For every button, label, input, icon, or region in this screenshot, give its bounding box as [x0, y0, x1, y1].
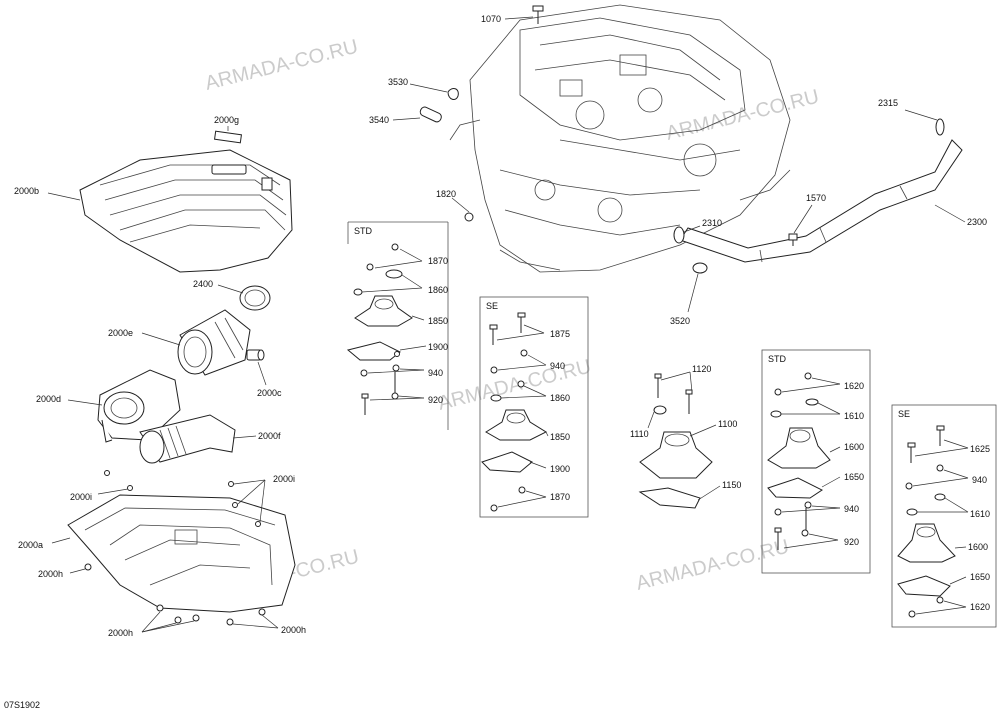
label-se2-1625: 1625: [970, 444, 990, 454]
clip-3530: [447, 88, 459, 100]
label-std1-920: 920: [428, 395, 443, 405]
duct-2000d: [97, 369, 181, 443]
bolt-1570: [788, 233, 798, 246]
label-3540: 3540: [369, 115, 389, 125]
label-2000a: 2000a: [18, 540, 43, 550]
emblem-2000g: [214, 130, 242, 144]
label-2000e: 2000e: [108, 328, 133, 338]
watermark-4: ARMADA-CO.RU: [436, 356, 593, 415]
coupler-2000e: [177, 309, 251, 376]
label-1070: 1070: [481, 14, 501, 24]
nut-1820: [464, 212, 474, 222]
fitting-2000c: [246, 349, 265, 361]
label-std2-1600: 1600: [844, 442, 864, 452]
se-mount-group-mid: SE: [479, 296, 589, 518]
clamp-3520: [692, 262, 708, 274]
label-std1-1860: 1860: [428, 285, 448, 295]
label-se1-1900: 1900: [550, 464, 570, 474]
watermark-5: ARMADA-CO.RU: [634, 536, 791, 595]
label-se1-1870: 1870: [550, 492, 570, 502]
std-right-title: STD: [768, 354, 787, 364]
label-2000i-top: 2000i: [273, 474, 295, 484]
gasket-3540: [419, 106, 442, 123]
label-se1-1875: 1875: [550, 329, 570, 339]
label-2000f: 2000f: [258, 431, 281, 441]
se-mount-group-right: SE: [891, 404, 997, 628]
std-mount-group-right: STD: [761, 349, 871, 574]
label-m-1100: 1100: [718, 419, 737, 429]
label-3530: 3530: [388, 77, 408, 87]
label-std2-1620: 1620: [844, 381, 864, 391]
std-mount-group-left: STD: [346, 221, 449, 430]
label-std2-940: 940: [844, 504, 859, 514]
label-se1-1850: 1850: [550, 432, 570, 442]
label-2000h-2: 2000h: [108, 628, 133, 638]
clamp-2315: [935, 118, 945, 136]
label-se2-1650: 1650: [970, 572, 990, 582]
label-se1-1860: 1860: [550, 393, 570, 403]
label-se2-1600: 1600: [968, 542, 988, 552]
label-2000h-1: 2000h: [38, 569, 63, 579]
label-se2-1620: 1620: [970, 602, 990, 612]
plugs-2000h: [84, 563, 266, 626]
label-2310: 2310: [702, 218, 722, 228]
label-m-1150: 1150: [722, 480, 741, 490]
label-2000h-3: 2000h: [281, 625, 306, 635]
label-2300: 2300: [967, 217, 987, 227]
oil-pan-2000a: [67, 494, 296, 613]
clamp-2310: [673, 226, 685, 244]
label-m-1120: 1120: [692, 364, 711, 374]
label-2000d: 2000d: [36, 394, 61, 404]
watermark-1: ARMADA-CO.RU: [203, 36, 360, 95]
label-se2-1610: 1610: [970, 509, 990, 519]
label-1570: 1570: [806, 193, 826, 203]
intake-cover-2000b: [79, 149, 293, 273]
label-2000c: 2000c: [257, 388, 282, 398]
label-se1-940: 940: [550, 361, 565, 371]
clamp-2400: [239, 285, 271, 311]
label-3520: 3520: [670, 316, 690, 326]
label-1820: 1820: [436, 189, 456, 199]
se-mid-title: SE: [486, 301, 498, 311]
bolts-2000i: [104, 470, 261, 527]
hose-2000f: [139, 414, 236, 464]
watermark-2: ARMADA-CO.RU: [664, 86, 821, 145]
label-std2-920: 920: [844, 537, 859, 547]
label-se2-940: 940: [972, 475, 987, 485]
label-std1-1870: 1870: [428, 256, 448, 266]
label-2000g: 2000g: [214, 115, 239, 125]
se-right-title: SE: [898, 409, 910, 419]
hose-2300: [679, 139, 963, 263]
std-left-title: STD: [354, 226, 373, 236]
engine-block-drawing: [449, 4, 791, 273]
label-2000b: 2000b: [14, 186, 39, 196]
label-std1-940: 940: [428, 368, 443, 378]
label-2400: 2400: [193, 279, 213, 289]
label-2315: 2315: [878, 98, 898, 108]
label-2000i-left: 2000i: [70, 492, 92, 502]
label-std2-1650: 1650: [844, 472, 864, 482]
bolt-1070: [532, 5, 544, 24]
label-std2-1610: 1610: [844, 411, 864, 421]
label-std1-1900: 1900: [428, 342, 448, 352]
label-std1-1850: 1850: [428, 316, 448, 326]
label-m-1110: 1110: [630, 429, 649, 439]
engine-mount-1100: [638, 373, 713, 509]
diagram-code: 07S1902: [4, 700, 40, 710]
